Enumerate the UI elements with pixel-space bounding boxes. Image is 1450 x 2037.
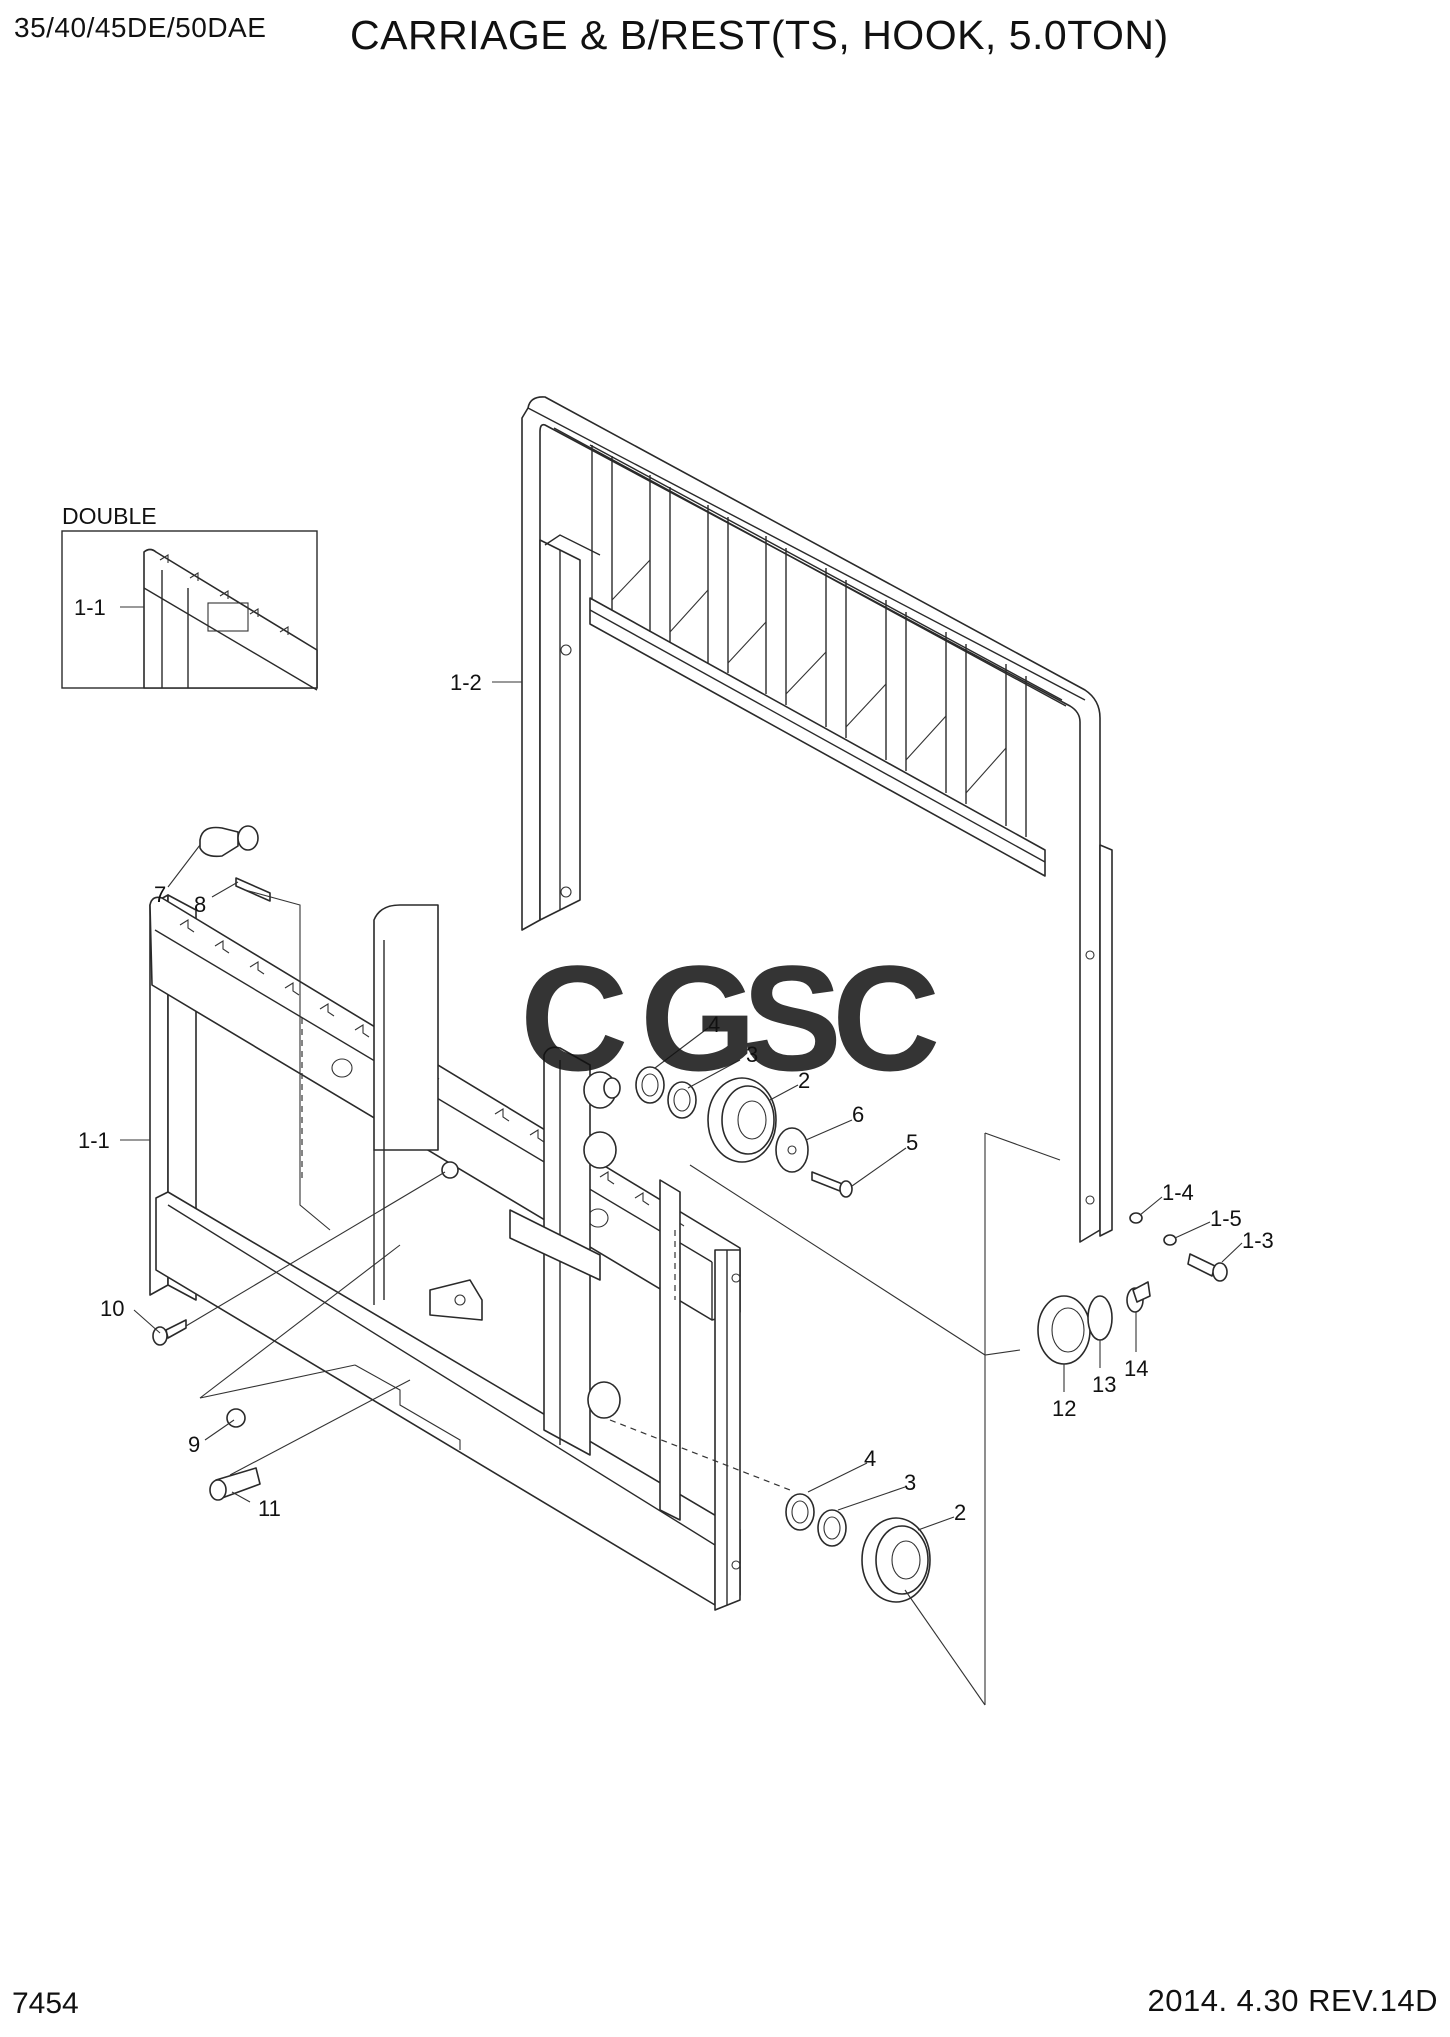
callout-label: 8 (194, 892, 206, 917)
shim-washer (635, 1066, 665, 1104)
page-number: 7454 (12, 1987, 79, 2020)
callout-label: 5 (906, 1130, 918, 1155)
callout-label: 3 (746, 1042, 758, 1067)
callout-leader-lines (120, 681, 1243, 1531)
callout-label: 9 (188, 1432, 200, 1457)
watermark-letter: S (742, 934, 842, 1102)
callout-label: 11 (258, 1496, 281, 1521)
watermark: C G S C (520, 934, 940, 1102)
watermark-letter: C (832, 934, 940, 1102)
callout-label: 10 (100, 1296, 124, 1321)
callout-label: 7 (154, 882, 166, 907)
callout-label: 2 (954, 1500, 966, 1525)
callout-label: 6 (852, 1102, 864, 1127)
callout-label: 1-1 (78, 1128, 110, 1153)
callout-label: 2 (798, 1068, 810, 1093)
callout-label: 1-4 (1162, 1180, 1194, 1205)
leader-lines (185, 889, 1061, 1706)
inset-callout-label: 1-1 (74, 595, 106, 620)
callout-labels: 1-2 1-1 7 8 10 9 11 4 3 2 6 5 1-4 1-5 1-… (74, 595, 1274, 1525)
side-roller-stack (1037, 1212, 1228, 1365)
callout-label: 3 (904, 1470, 916, 1495)
callout-label: 1-2 (450, 670, 482, 695)
upper-roller-stack (583, 1066, 853, 1419)
watermark-letter: G (640, 934, 757, 1102)
load-backrest (521, 396, 1113, 1243)
inset-label: DOUBLE (62, 503, 157, 529)
inset-detail-box (61, 530, 318, 691)
callout-label: 1-5 (1210, 1206, 1242, 1231)
callout-label: 4 (708, 1012, 720, 1037)
callout-label: 14 (1124, 1356, 1148, 1381)
revision-date: 2014. 4.30 REV.14D (1147, 1983, 1438, 2018)
page-title: CARRIAGE & B/REST(TS, HOOK, 5.0TON) (350, 12, 1169, 58)
fasteners (152, 825, 459, 1501)
lower-roller-stack (785, 1493, 931, 1603)
carriage-frame (149, 894, 791, 1611)
callout-label: 1-3 (1242, 1228, 1274, 1253)
callout-label: 4 (864, 1446, 876, 1471)
watermark-letter: C (520, 934, 628, 1102)
model-number: 35/40/45DE/50DAE (14, 12, 267, 43)
callout-label: 12 (1052, 1396, 1076, 1421)
callout-label: 13 (1092, 1372, 1116, 1397)
